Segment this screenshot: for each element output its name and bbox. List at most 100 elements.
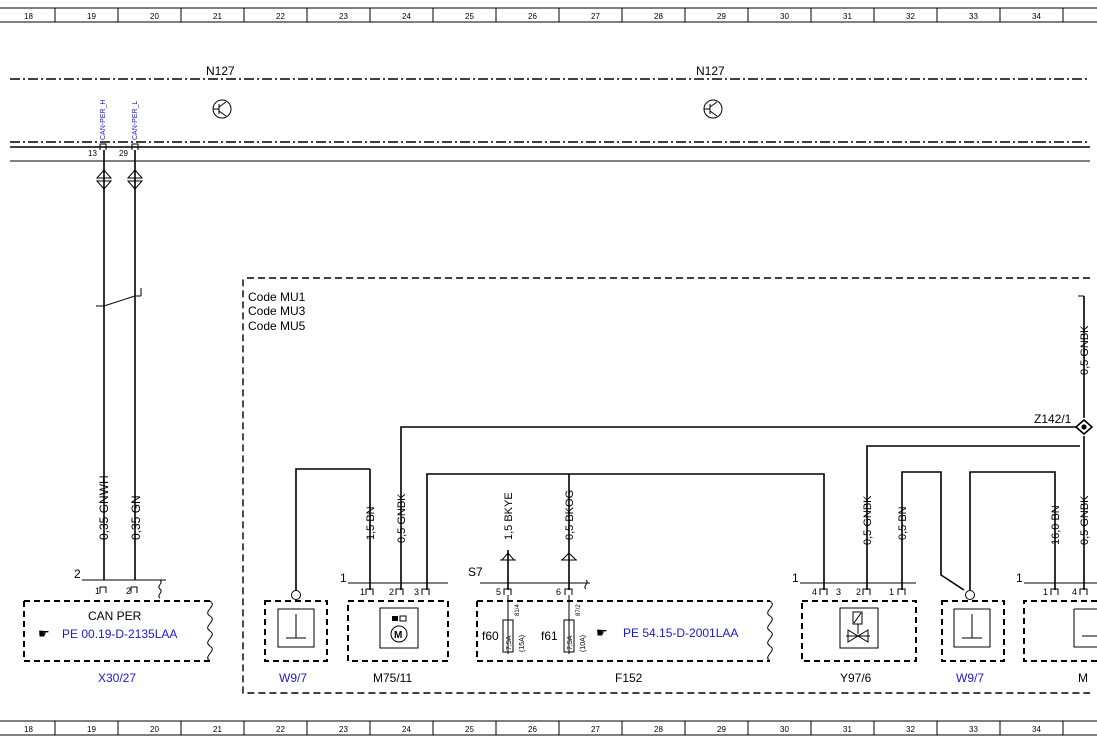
wire-can-high-label: 0,35 GNWH <box>97 475 111 540</box>
code-mu1: Code MU1 <box>248 290 306 304</box>
pin-29-label: 29 <box>119 149 128 158</box>
grid-column-label: 22 <box>276 725 285 734</box>
fuse-f61-alt: (10A) <box>580 635 587 652</box>
x30-pin-2: 2 <box>126 586 131 596</box>
twisted-pair-marker <box>96 288 142 310</box>
y97-6-component[interactable]: 1 4 3 2 1 Y97/6 <box>792 445 1080 685</box>
grid-column-label: 33 <box>969 725 978 734</box>
svg-text:M: M <box>394 630 402 641</box>
hand-pointer-icon: ☛ <box>38 626 50 641</box>
f152-pin-5: 5 <box>496 587 501 597</box>
grid-column-label: 25 <box>465 725 474 734</box>
grid-column-label: 34 <box>1032 12 1041 21</box>
wire-y97-pin2-label: 0,5 GNBK <box>862 495 874 545</box>
motor-icon: M <box>390 615 408 643</box>
f152-reference-link[interactable]: PE 54.15-D-2001LAA <box>623 626 738 640</box>
grid-column-label: 31 <box>843 725 852 734</box>
n127-label-right[interactable]: N127 <box>696 64 725 78</box>
can-per-l-label: CAN-PER_L <box>132 101 139 140</box>
w9-7-right-label[interactable]: W9/7 <box>956 671 984 685</box>
hand-pointer-icon: ☛ <box>596 625 608 640</box>
f152-component[interactable]: S7 5 6 f60 7,5A 81/4 (15A) f61 7,5A 87/2… <box>468 474 773 685</box>
z142-1-label: Z142/1 <box>1034 412 1072 426</box>
grid-column-label: 24 <box>402 725 411 734</box>
y97-pin-1: 1 <box>889 587 894 597</box>
wire-f152-pin5-label: 1,5 BKYE <box>503 492 515 540</box>
solenoid-valve-icon <box>846 611 870 643</box>
grid-column-label: 34 <box>1032 725 1041 734</box>
right-pin-1: 1 <box>1043 587 1048 597</box>
x30-27-reference-link[interactable]: PE 00.19-D-2135LAA <box>62 627 177 641</box>
y97-pin-3: 3 <box>836 587 841 597</box>
grid-column-label: 18 <box>24 725 33 734</box>
can-per-h-label: CAN-PER_H <box>100 100 107 140</box>
grid-column-label: 20 <box>150 12 159 21</box>
f152-label[interactable]: F152 <box>615 671 643 685</box>
y97-pin-2: 2 <box>856 587 861 597</box>
right-partial-label[interactable]: M <box>1078 671 1088 685</box>
w9-7-left-component[interactable]: W9/7 <box>264 468 370 685</box>
right-partial-component[interactable]: Z142/1 1 1 4 M <box>1016 295 1097 685</box>
x30-27-title: CAN PER <box>88 609 142 623</box>
grid-column-label: 23 <box>339 12 348 21</box>
fuse-f60-rating: 7,5A <box>506 635 513 650</box>
wire-can-low-label: 0,35 GN <box>129 495 143 540</box>
grid-column-label: 32 <box>906 725 915 734</box>
code-mu3: Code MU3 <box>248 304 306 318</box>
grid-column-label: 26 <box>528 725 537 734</box>
wire-f152-pin6-label: 0,5 BKOG <box>564 490 576 540</box>
grid-column-label: 30 <box>780 725 789 734</box>
grid-column-label: 25 <box>465 12 474 21</box>
x30-pin-1: 1 <box>95 586 100 596</box>
bidirectional-arrow-icon <box>95 169 144 190</box>
fuse-f60-label: f60 <box>482 629 499 643</box>
grid-column-label: 32 <box>906 12 915 21</box>
code-mu5: Code MU5 <box>248 319 306 333</box>
ground-icon <box>962 614 982 639</box>
w9-7-left-label[interactable]: W9/7 <box>279 671 307 685</box>
y97-6-label[interactable]: Y97/6 <box>840 671 872 685</box>
wire-y97-pin1-label: 0,5 BN <box>897 506 909 540</box>
s7-label: S7 <box>468 565 483 579</box>
n127-label-left[interactable]: N127 <box>206 64 235 78</box>
connector-arrow-icon <box>500 552 578 561</box>
pin-13-label: 13 <box>88 149 97 158</box>
wire-right-b-label: 0,5 GNBK <box>1079 495 1091 545</box>
transistor-icon <box>703 99 723 119</box>
grid-column-label: 28 <box>654 12 663 21</box>
m75-11-component[interactable]: 1 1 2 3 M M75/11 <box>340 426 1080 685</box>
grid-column-label: 24 <box>402 12 411 21</box>
grid-column-label: 29 <box>717 725 726 734</box>
fuse-f60-terminal: 81/4 <box>515 604 521 616</box>
grid-column-label: 20 <box>150 725 159 734</box>
fuse-f60-alt: (15A) <box>519 635 526 652</box>
wire-right-top-label: 0,5 GNBK <box>1079 325 1091 375</box>
fuse-f61-label: f61 <box>541 629 558 643</box>
fuse-f61-rating: 7,5A <box>567 635 574 650</box>
x30-27-component[interactable]: 2 1 2 CAN PER ☛ PE 00.19-D-2135LAA X30/2… <box>23 567 213 685</box>
grid-column-label: 21 <box>213 725 222 734</box>
grid-column-label: 29 <box>717 12 726 21</box>
grid-column-label: 19 <box>87 725 96 734</box>
m75-11-label[interactable]: M75/11 <box>373 671 412 685</box>
grid-column-label: 19 <box>87 12 96 21</box>
grid-column-label: 21 <box>213 12 222 21</box>
m75-pin-2: 2 <box>389 587 394 597</box>
grid-column-label: 30 <box>780 12 789 21</box>
w9-7-right-component[interactable]: W9/7 <box>941 471 1056 685</box>
grid-column-label: 27 <box>591 12 600 21</box>
right-connector-number: 1 <box>1016 571 1023 585</box>
right-pin-4: 4 <box>1072 587 1077 597</box>
m75-pin-1: 1 <box>360 587 365 597</box>
y97-pin-4: 4 <box>812 587 817 597</box>
f152-pin-6: 6 <box>556 587 561 597</box>
grid-column-label: 33 <box>969 12 978 21</box>
x30-27-label[interactable]: X30/27 <box>98 671 136 685</box>
grid-column-label: 27 <box>591 725 600 734</box>
grid-column-label: 28 <box>654 725 663 734</box>
grid-column-label: 31 <box>843 12 852 21</box>
grid-column-label: 18 <box>24 12 33 21</box>
